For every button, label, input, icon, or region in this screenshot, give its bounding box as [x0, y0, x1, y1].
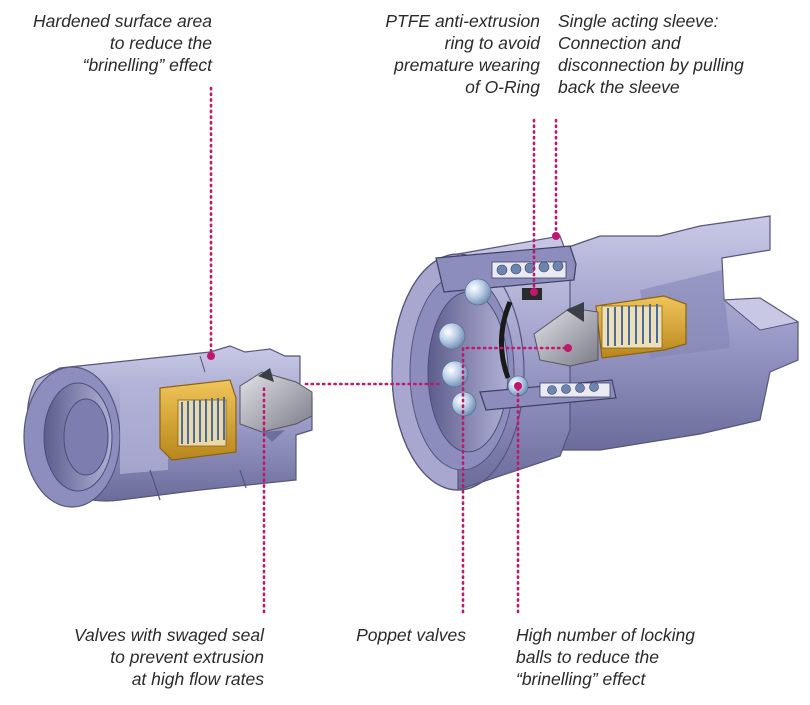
callout-ptfe-line-3: premature wearing	[394, 55, 540, 75]
callout-ptfe-line-1: PTFE anti-extrusion	[385, 11, 540, 31]
callout-hardened-line-3: “brinelling” effect	[82, 55, 212, 75]
callout-valves-line-1: Valves with swaged seal	[73, 625, 264, 645]
callout-ptfe-line-2: ring to avoid	[444, 33, 540, 53]
female-coupling-half	[391, 215, 800, 491]
callout-locking-balls: High number of locking balls to reduce t…	[516, 624, 695, 690]
locking-balls	[438, 278, 529, 417]
callout-poppet-valves: Poppet valves	[356, 624, 466, 646]
male-coupling-half	[23, 345, 313, 508]
callout-balls-line-2: balls to reduce the	[516, 647, 660, 667]
callout-sleeve-line-3: disconnection by pulling	[558, 55, 744, 75]
callout-ptfe-ring: PTFE anti-extrusion ring to avoid premat…	[385, 10, 540, 98]
callout-balls-line-1: High number of locking	[516, 625, 695, 645]
callout-sleeve-line-4: back the sleeve	[558, 77, 680, 97]
leader-endpoints	[207, 232, 572, 390]
callout-sleeve-line-1: Single acting sleeve:	[558, 11, 719, 31]
callout-valves-line-3: at high flow rates	[131, 669, 264, 689]
callout-single-acting-sleeve: Single acting sleeve: Connection and dis…	[558, 10, 744, 98]
callout-hardened-line-1: Hardened surface area	[33, 11, 212, 31]
callout-poppet-line-1: Poppet valves	[356, 625, 466, 645]
callout-ptfe-line-4: of O-Ring	[465, 77, 540, 97]
callout-balls-line-3: “brinelling” effect	[516, 669, 646, 689]
callout-hardened-line-2: to reduce the	[109, 33, 212, 53]
callout-valves-swaged-seal: Valves with swaged seal to prevent extru…	[74, 624, 264, 690]
callout-valves-line-2: to prevent extrusion	[110, 647, 264, 667]
callout-hardened-surface: Hardened surface area to reduce the “bri…	[33, 10, 212, 76]
leader-lines	[209, 86, 570, 614]
callout-sleeve-line-2: Connection and	[558, 33, 681, 53]
leader-poppet	[461, 346, 570, 614]
